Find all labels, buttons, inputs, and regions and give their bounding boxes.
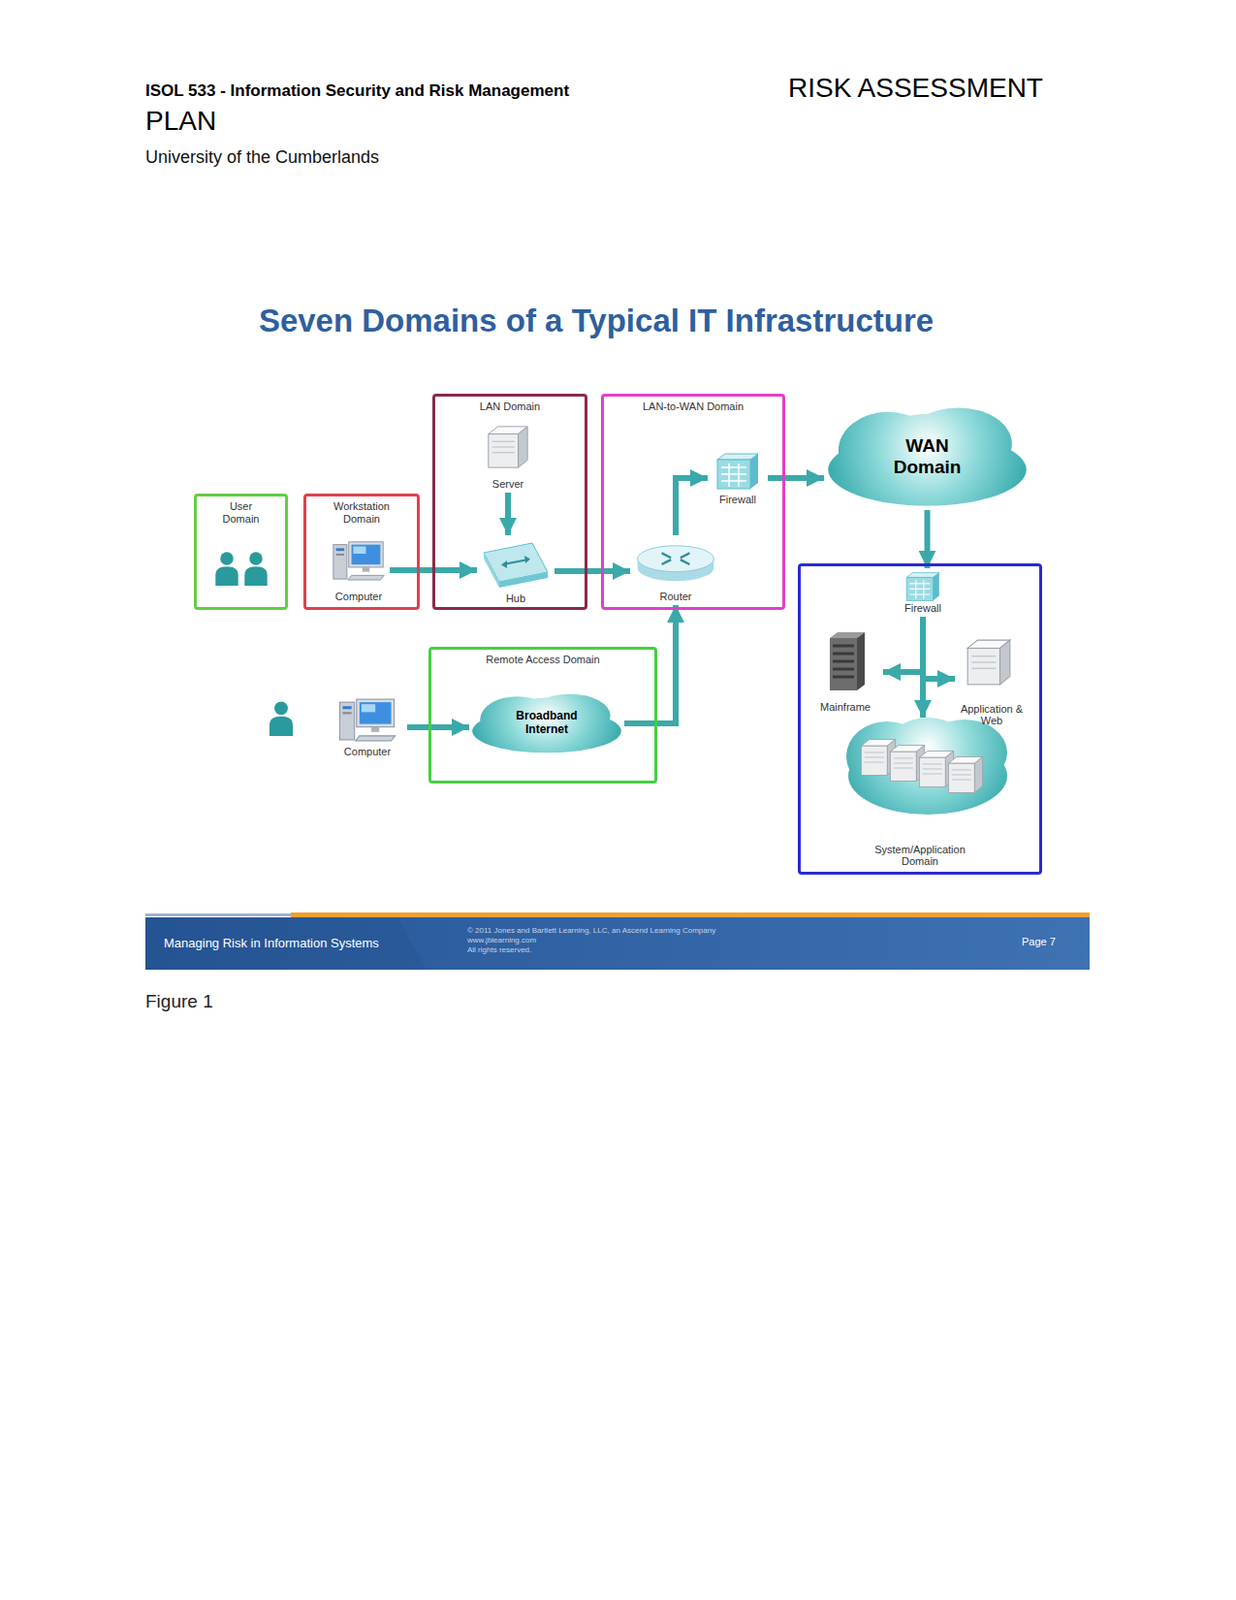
node-label: User Domain (217, 500, 266, 525)
node-label: Broadband Internet (507, 709, 586, 737)
node-label: Firewall (719, 493, 757, 507)
slide-title: Seven Domains of a Typical IT Infrastruc… (111, 302, 1081, 340)
copyright-line: © 2011 Jones and Bartlett Learning, LLC,… (467, 925, 856, 936)
node-label: Router (659, 590, 692, 603)
cloud-shape-part-part (865, 413, 990, 500)
device-icons-part (488, 426, 528, 468)
flow-arrow (554, 568, 631, 574)
node-label: Computer (344, 745, 391, 759)
flow-arrow (505, 492, 511, 536)
footer-bar-part (145, 913, 1090, 917)
user-icons-part (215, 551, 238, 586)
node-label: Workstation Domain (326, 500, 397, 525)
server-cluster-servers-part (948, 757, 983, 793)
cloud-shape-part (472, 694, 622, 754)
wan-cloud: WAN Domain (824, 403, 1031, 510)
node-label: Computer (335, 590, 382, 603)
footer-bar-part (290, 912, 1090, 918)
device-node: Firewall (707, 447, 768, 508)
flow-arrow (924, 509, 931, 569)
flow-arrow (767, 475, 824, 481)
node-label: Application & Web (959, 702, 1024, 728)
node-label: Mainframe (820, 700, 871, 714)
footer-bar-part (145, 917, 427, 970)
copyright-line: www.jblearning.com (467, 935, 759, 946)
domain-box: LAN DomainServerHub (432, 393, 588, 610)
device-icons-part (483, 542, 548, 588)
domain-box: User Domain (193, 493, 288, 610)
user-icons-part (244, 551, 267, 586)
device-icons-part (717, 453, 759, 489)
device-node: Hub (476, 535, 555, 607)
user-icons-part (269, 700, 293, 736)
figure-caption: Figure 1 (145, 990, 214, 1013)
node-label: WAN Domain (884, 435, 972, 478)
cloud-shape-part-part (500, 697, 594, 750)
footer-bar-part (145, 917, 1090, 970)
device-node: Router (630, 535, 722, 605)
device-icons-part (906, 572, 940, 602)
user-icons (215, 551, 293, 736)
page-number: Page 7 (1021, 935, 1080, 949)
flow-arrow (883, 616, 923, 672)
course-title: ISOL 533 - Information Security and Risk… (145, 81, 766, 101)
domain-box: Workstation DomainComputer (303, 493, 420, 610)
device-node: Computer (327, 694, 408, 761)
node-label: Hub (506, 592, 526, 605)
document-title: RISK ASSESSMENT PLAN (145, 71, 1057, 138)
server-cluster-servers (860, 739, 983, 793)
device-node: Application & Web (954, 628, 1029, 729)
flow-arrow (922, 616, 955, 679)
device-node: Computer (327, 535, 390, 605)
device-icons-part (637, 545, 715, 581)
node-label: LAN-to-WAN Domain (642, 400, 744, 413)
university-name: University of the Cumberlands (145, 147, 631, 169)
copyright-line: All rights reserved. (467, 945, 759, 955)
flow-arrow (675, 477, 708, 536)
flow-arrow (624, 604, 676, 724)
device-node: Mainframe (807, 628, 884, 716)
domain-box: System/Application Domain FirewallMainfra… (797, 563, 1043, 875)
footer-title: Managing Risk in Information Systems (163, 935, 416, 951)
node-label: LAN Domain (479, 400, 540, 413)
node-label: Firewall (904, 602, 942, 615)
device-icons-part (339, 698, 395, 741)
flow-arrow (407, 724, 470, 730)
server-cluster (846, 717, 1008, 815)
node-label: Remote Access Domain (485, 653, 600, 666)
node-label: Server (492, 477, 524, 491)
device-node: Server (478, 418, 538, 493)
device-node: Firewall (891, 568, 954, 617)
broadband-cloud: Broadband Internet (469, 691, 625, 756)
cloud-shape-part (827, 407, 1026, 506)
device-icons-part (829, 632, 865, 691)
footer-bar (145, 912, 1090, 970)
device-icons-part (967, 639, 1011, 685)
node-label: System/Application Domain (862, 843, 978, 868)
device-icons-part (333, 541, 384, 580)
domain-box: LAN-to-WAN DomainFirewallRouter (601, 393, 786, 610)
domain-box: Remote Access DomainBroadband Internet (428, 646, 658, 784)
